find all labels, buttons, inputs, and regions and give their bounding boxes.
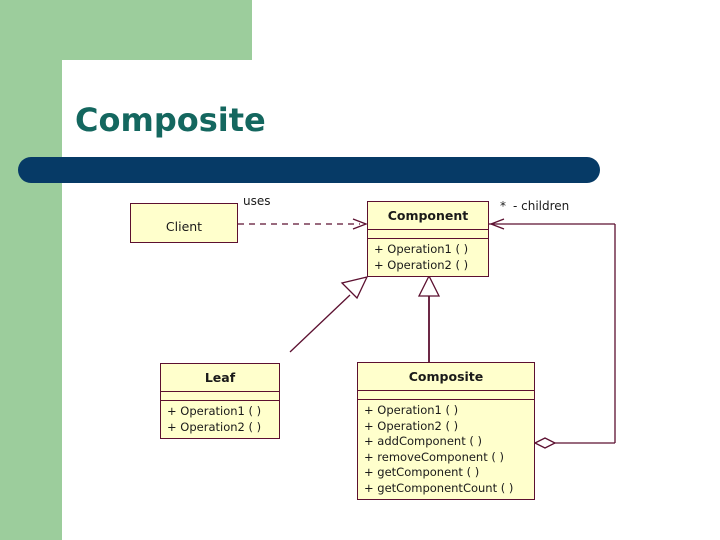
uml-class-component[interactable]: Component + Operation1 ( ) + Operation2 …: [367, 201, 489, 277]
left-accent-band: [0, 0, 62, 540]
operation-row: + Operation2 ( ): [167, 419, 262, 434]
uml-class-leaf[interactable]: Leaf + Operation1 ( ) + Operation2 ( ): [160, 363, 280, 439]
class-divider: [161, 400, 279, 401]
multiplicity-label-children: *: [500, 199, 506, 213]
operation-row: + getComponentCount ( ): [364, 480, 514, 495]
operation-row: + Operation2 ( ): [374, 257, 469, 272]
class-attributes-composite: [358, 391, 534, 399]
class-name-composite: Composite: [408, 369, 484, 384]
class-divider: [368, 238, 488, 239]
operation-row: + removeComponent ( ): [364, 449, 505, 464]
class-name-client: Client: [165, 219, 203, 234]
class-attributes-component: [368, 230, 488, 238]
class-name-leaf: Leaf: [204, 370, 236, 385]
role-label-children: - children: [513, 199, 570, 213]
class-attributes-leaf: [161, 392, 279, 400]
title-underline-bar: [18, 157, 600, 183]
class-operations-component: + Operation1 ( ) + Operation2 ( ): [368, 239, 488, 276]
class-divider: [358, 390, 534, 391]
operation-row: + Operation1 ( ): [364, 403, 459, 417]
uml-class-composite[interactable]: Composite + Operation1 ( ) + Operation2 …: [357, 362, 535, 500]
class-divider: [161, 391, 279, 392]
page-title: Composite: [75, 101, 266, 139]
operation-row: + getComponent ( ): [364, 465, 480, 479]
class-divider: [368, 229, 488, 230]
relation-label-uses: uses: [243, 194, 271, 208]
class-operations-leaf: + Operation1 ( ) + Operation2 ( ): [161, 401, 279, 438]
class-operations-composite: + Operation1 ( ) + Operation2 ( ) + addC…: [358, 400, 534, 499]
class-name-component: Component: [387, 208, 469, 223]
top-accent-block: [0, 0, 252, 60]
uml-class-client[interactable]: Client: [130, 203, 238, 243]
operation-row: + Operation2 ( ): [364, 418, 459, 433]
operation-row: + addComponent ( ): [364, 434, 482, 448]
operation-row: + Operation1 ( ): [374, 242, 469, 256]
top-right-fill: [252, 0, 720, 60]
class-divider: [358, 399, 534, 400]
operation-row: + Operation1 ( ): [167, 404, 262, 418]
